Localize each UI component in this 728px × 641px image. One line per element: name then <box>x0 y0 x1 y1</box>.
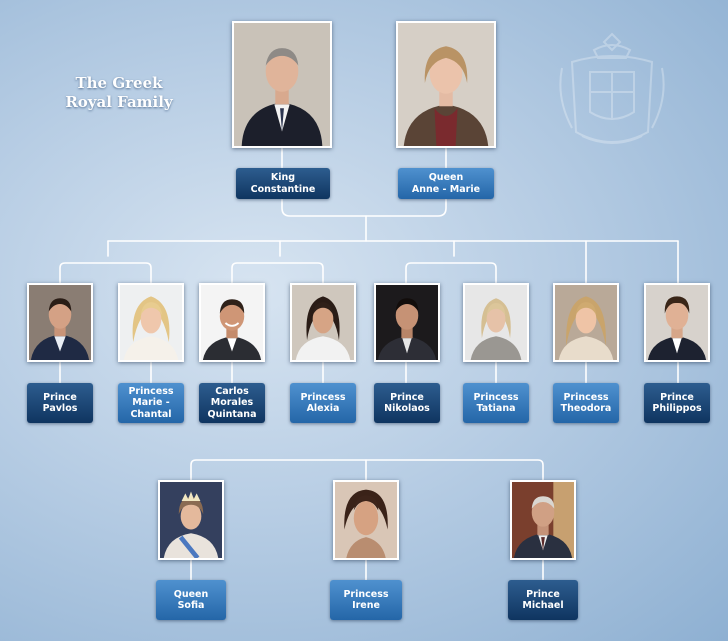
portrait-young-man-icon <box>646 285 708 360</box>
name-queen-anne-marie: Queen Anne - Marie <box>411 172 481 195</box>
name-princess-alexia: Princess Alexia <box>300 391 346 415</box>
label-princess-marie-chantal[interactable]: Princess Marie - Chantal <box>118 383 184 423</box>
photo-princess-irene <box>333 480 399 560</box>
photo-king-constantine <box>232 21 332 148</box>
label-princess-irene[interactable]: Princess Irene <box>330 580 402 620</box>
name-princess-tatiana: Princess Tatiana <box>473 391 519 415</box>
portrait-woman-blonde-icon <box>555 285 617 360</box>
label-princess-alexia[interactable]: Princess Alexia <box>290 383 356 423</box>
name-king-constantine: King Constantine <box>250 172 316 195</box>
label-prince-philippos[interactable]: Prince Philippos <box>644 383 710 423</box>
name-carlos-morales-quintana: Carlos Morales Quintana <box>207 385 257 420</box>
photo-princess-tatiana <box>463 283 529 362</box>
photo-prince-philippos <box>644 283 710 362</box>
name-princess-marie-chantal: Princess Marie - Chantal <box>128 385 174 420</box>
label-prince-pavlos[interactable]: Prince Pavlos <box>27 383 93 423</box>
photo-princess-marie-chantal <box>118 283 184 362</box>
name-princess-irene: Princess Irene <box>343 588 389 612</box>
label-queen-sofia[interactable]: Queen Sofia <box>156 580 226 620</box>
connector-couple-pavlos <box>59 262 152 284</box>
coat-of-arms-watermark <box>559 32 665 144</box>
portrait-woman-tiara-icon <box>160 482 222 558</box>
portrait-woman-blonde-icon <box>398 23 494 146</box>
photo-prince-nikolaos <box>374 283 440 362</box>
portrait-woman-blonde-icon <box>120 285 182 360</box>
portrait-man-dark-hair-icon <box>376 285 438 360</box>
portrait-older-man-icon <box>512 482 574 558</box>
photo-prince-michael <box>510 480 576 560</box>
title-line-1: The Greek <box>75 74 163 92</box>
label-princess-tatiana[interactable]: Princess Tatiana <box>463 383 529 423</box>
label-prince-nikolaos[interactable]: Prince Nikolaos <box>374 383 440 423</box>
connector-marriage <box>281 198 447 217</box>
connector-couple-nikolaos <box>405 262 497 284</box>
portrait-man-smiling-icon <box>201 285 263 360</box>
connector-relatives <box>190 459 544 481</box>
name-queen-sofia: Queen Sofia <box>173 588 209 612</box>
label-princess-theodora[interactable]: Princess Theodora <box>553 383 619 423</box>
photo-prince-pavlos <box>27 283 93 362</box>
portrait-woman-blonde-icon <box>465 285 527 360</box>
photo-queen-anne-marie <box>396 21 496 148</box>
portrait-woman-dark-hair-icon <box>335 482 397 558</box>
name-prince-philippos: Prince Philippos <box>652 391 702 415</box>
name-prince-pavlos: Prince Pavlos <box>42 391 78 415</box>
portrait-woman-dark-hair-icon <box>292 285 354 360</box>
photo-queen-sofia <box>158 480 224 560</box>
name-prince-michael: Prince Michael <box>522 588 564 612</box>
connector-couple-alexia <box>231 262 324 284</box>
label-prince-michael[interactable]: Prince Michael <box>508 580 578 620</box>
photo-princess-alexia <box>290 283 356 362</box>
label-queen-anne-marie[interactable]: Queen Anne - Marie <box>398 168 494 199</box>
photo-carlos-morales-quintana <box>199 283 265 362</box>
name-prince-nikolaos: Prince Nikolaos <box>384 391 430 415</box>
name-princess-theodora: Princess Theodora <box>560 391 612 415</box>
title-line-2: Royal Family <box>65 93 173 111</box>
portrait-man-dark-hair-icon <box>29 285 91 360</box>
portrait-man-suit-icon <box>234 23 330 146</box>
label-carlos-morales-quintana[interactable]: Carlos Morales Quintana <box>199 383 265 423</box>
page-title: The Greek Royal Family <box>44 74 194 112</box>
photo-princess-theodora <box>553 283 619 362</box>
label-king-constantine[interactable]: King Constantine <box>236 168 330 199</box>
